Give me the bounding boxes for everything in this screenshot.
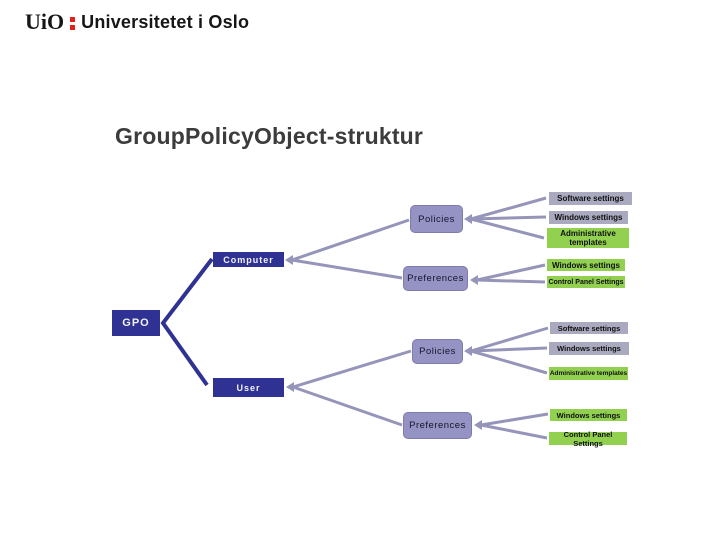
node-gpo: GPO	[112, 310, 160, 336]
uio-wordmark: UiO	[25, 9, 65, 34]
leaf-computer-policies-software-settings: Software settings	[549, 192, 632, 205]
uio-institution-name: Universitetet i Oslo	[81, 12, 250, 32]
leaf-computer-preferences-windows-settings: Windows settings	[547, 259, 625, 271]
uio-colon-icon	[70, 17, 76, 33]
slide-title: GroupPolicyObject-struktur	[115, 123, 424, 149]
node-computer-policies: Policies	[410, 205, 463, 233]
node-user-preferences: Preferences	[403, 412, 472, 439]
uio-logo: UiO Universitetet i Oslo	[25, 11, 249, 33]
node-computer-preferences: Preferences	[403, 266, 468, 291]
node-user: User	[213, 378, 284, 397]
leaf-user-policies-windows-settings: Windows settings	[549, 342, 629, 355]
leaf-user-policies-administrative-templates: Administrative templates	[549, 367, 628, 380]
leaf-user-preferences-control-panel-settings: Control Panel Settings	[549, 430, 627, 448]
leaf-user-preferences-windows-settings: Windows settings	[550, 409, 627, 421]
leaf-computer-preferences-control-panel-settings: Control Panel Settings	[547, 276, 625, 288]
leaf-computer-policies-administrative-templates: Administrative templates	[547, 228, 629, 248]
leaf-user-policies-software-settings: Software settings	[550, 322, 628, 334]
node-user-policies: Policies	[412, 339, 463, 364]
leaf-computer-policies-windows-settings: Windows settings	[549, 211, 628, 224]
node-computer: Computer	[213, 252, 284, 267]
